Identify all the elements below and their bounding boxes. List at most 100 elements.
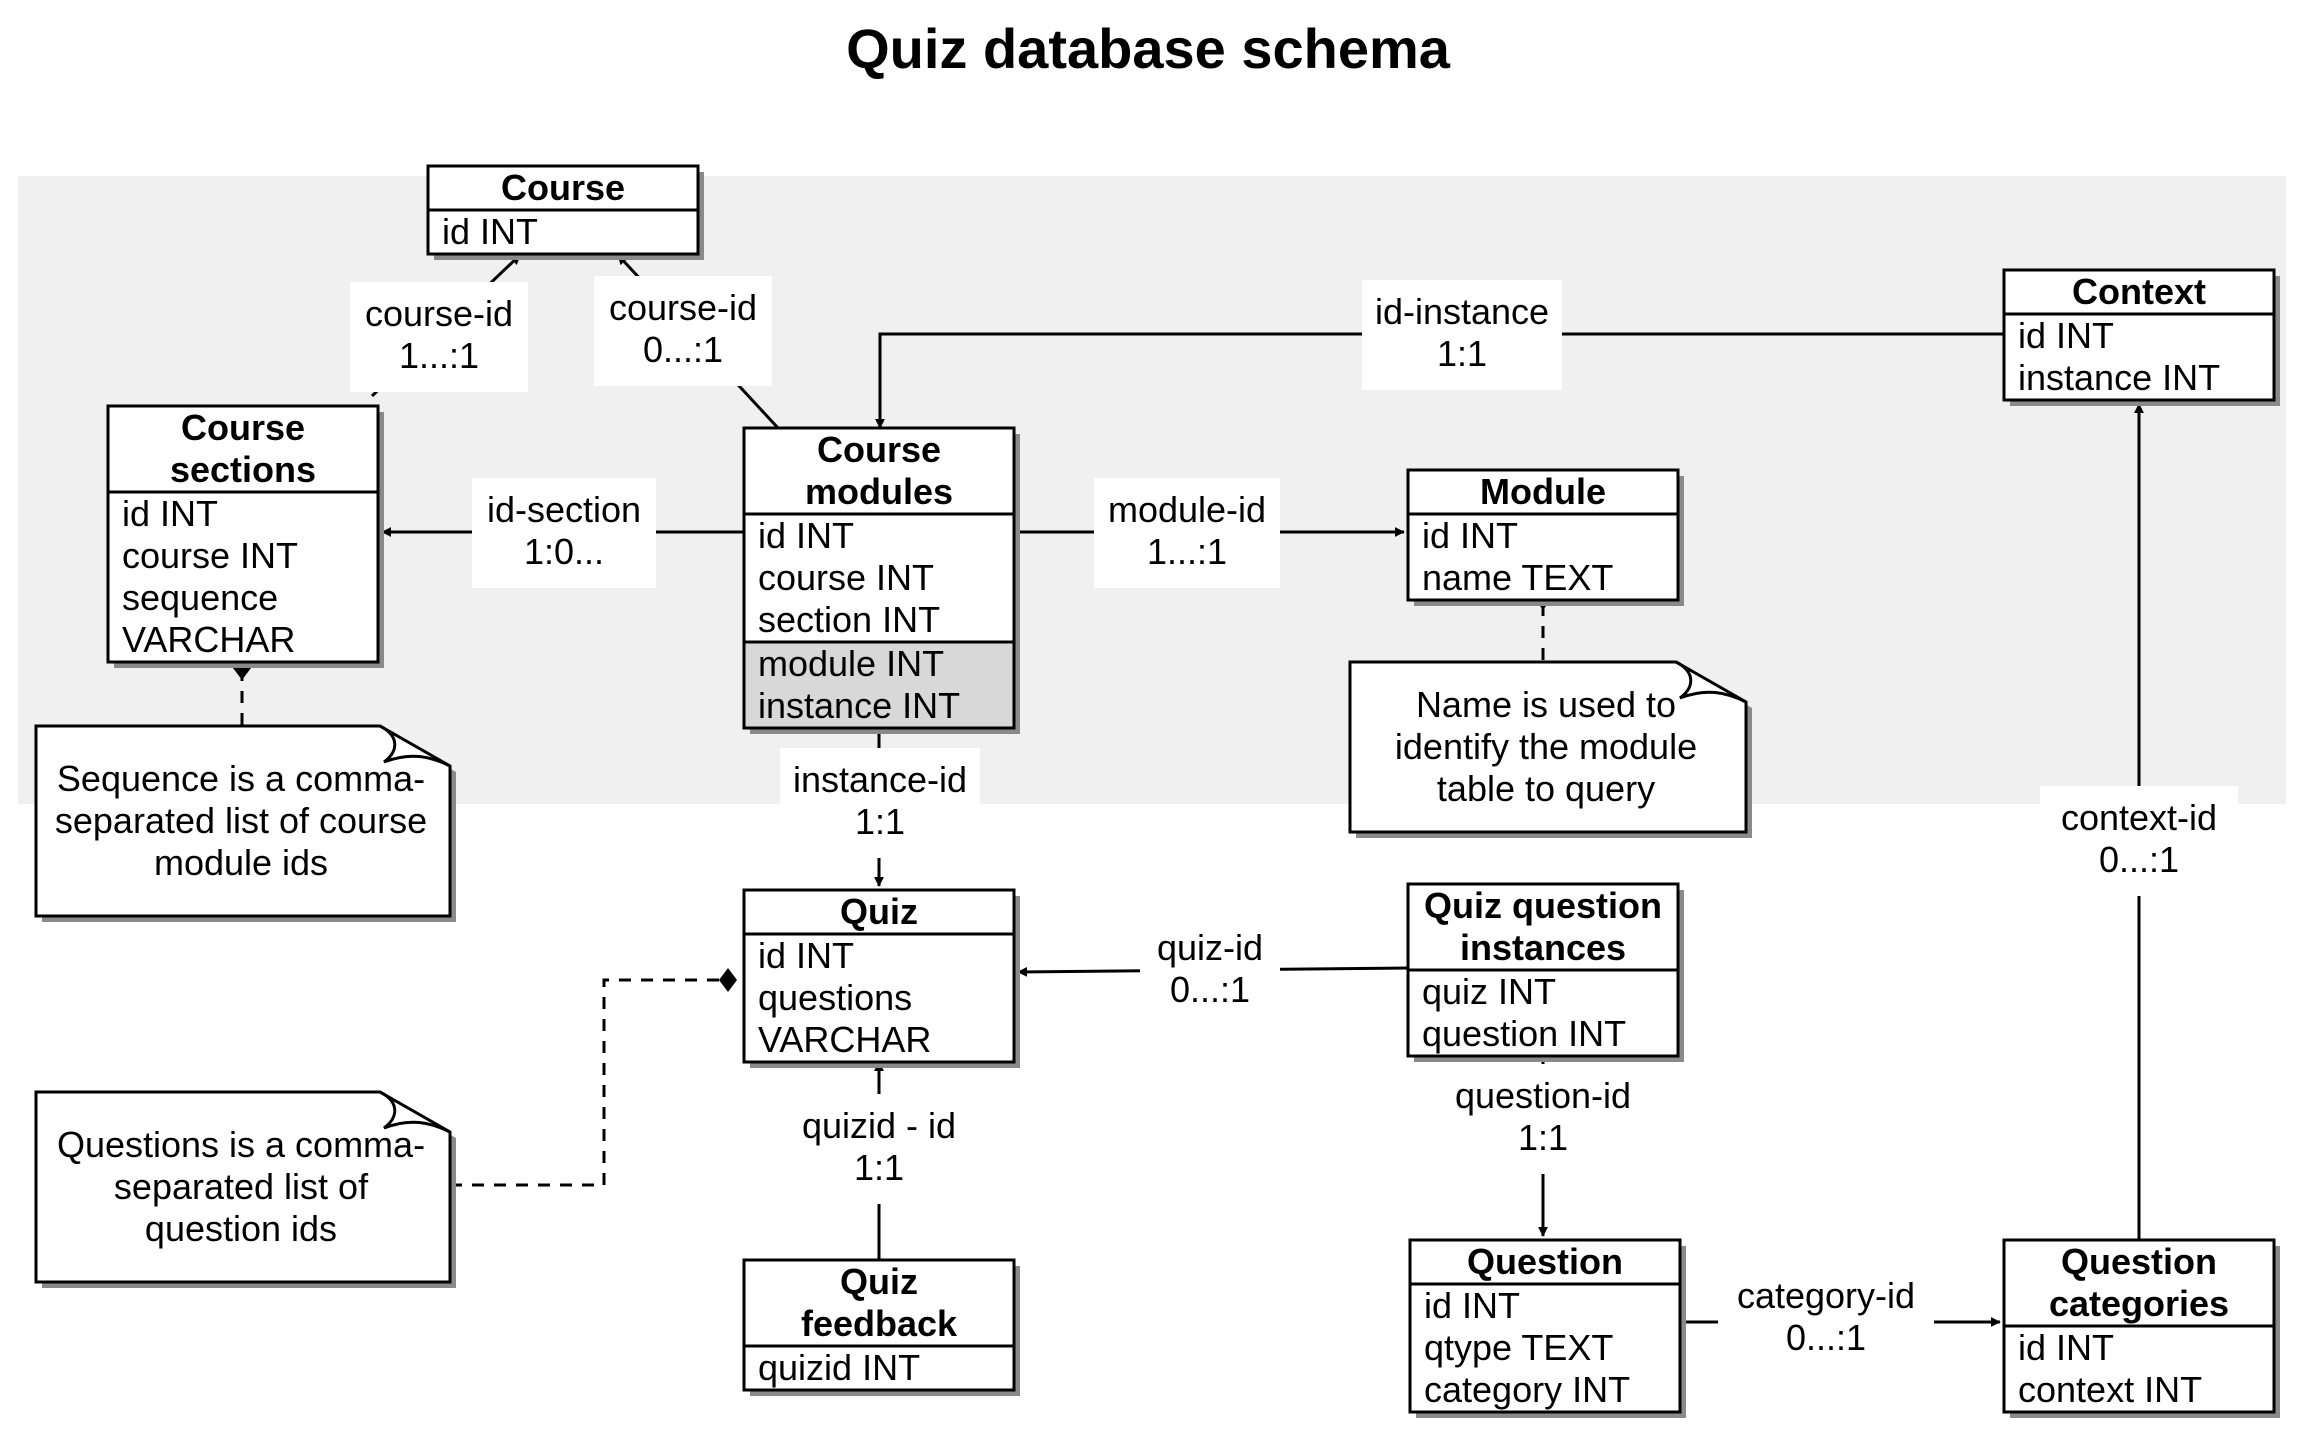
- note-connector: [450, 978, 726, 1187]
- entity-title: Context: [2072, 271, 2206, 312]
- note-line: separated list of: [114, 1166, 369, 1207]
- entity-title: feedback: [801, 1303, 958, 1344]
- entity-field: id INT: [2018, 315, 2114, 356]
- note-line: Questions is a comma-: [57, 1124, 425, 1165]
- entity-field: section INT: [758, 599, 940, 640]
- relation-label-quizid-id: quizid - id1:1: [776, 1094, 982, 1204]
- entity-field: VARCHAR: [758, 1019, 931, 1060]
- entity-title: categories: [2049, 1283, 2229, 1324]
- entity-field: question INT: [1422, 1013, 1626, 1054]
- entity-field: id INT: [2018, 1327, 2114, 1368]
- note-box: [34, 1090, 452, 1284]
- label-background: [1094, 478, 1280, 588]
- note-fold: [1675, 660, 1747, 704]
- shaded-field-block: [742, 640, 1016, 730]
- relation-cardinality: 1:1: [1518, 1117, 1568, 1158]
- note-line: Name is used to: [1416, 684, 1676, 725]
- entity-field: instance INT: [2018, 357, 2220, 398]
- entity-field: course INT: [122, 535, 298, 576]
- entity-title: Module: [1480, 471, 1606, 512]
- entity-box: [1406, 468, 1680, 602]
- relation-cardinality: 0...:1: [643, 329, 723, 370]
- diamond-icon: [719, 968, 737, 992]
- entity-field: quiz INT: [1422, 971, 1556, 1012]
- label-background: [1718, 1264, 1934, 1374]
- entity-field: id INT: [442, 211, 538, 252]
- entity-box: [742, 888, 1016, 1064]
- label-background: [594, 276, 772, 386]
- relation-name: module-id: [1108, 489, 1266, 530]
- relation-name: context-id: [2061, 797, 2217, 838]
- relation-cardinality: 0...:1: [1786, 1317, 1866, 1358]
- entity-field: course INT: [758, 557, 934, 598]
- relation-cardinality: 1:1: [1437, 333, 1487, 374]
- relation-label-id-section: id-section1:0...: [472, 478, 656, 588]
- entity-title: Course: [501, 167, 625, 208]
- notes: Sequence is a comma-separated list of co…: [34, 660, 1752, 1288]
- entity-title: Quiz question: [1424, 885, 1662, 926]
- relation-name: id-instance: [1375, 291, 1549, 332]
- relation-label-category-id: category-id0...:1: [1718, 1264, 1934, 1374]
- entity-shaded-field: module INT: [758, 643, 944, 684]
- note-line: separated list of course: [55, 800, 427, 841]
- entity-title: Course: [181, 407, 305, 448]
- entity-title: modules: [805, 471, 953, 512]
- entity-title: instances: [1460, 927, 1626, 968]
- label-background: [350, 282, 528, 392]
- note-box: [1348, 660, 1748, 834]
- relation-name: question-id: [1455, 1075, 1631, 1116]
- relation-cardinality: 1:1: [855, 801, 905, 842]
- label-background: [776, 1094, 982, 1204]
- relation-label-module-id: module-id1...:1: [1094, 478, 1280, 588]
- note-sequence-note: Sequence is a comma-separated list of co…: [34, 724, 456, 922]
- relation-label-question-id: question-id1:1: [1440, 1064, 1646, 1174]
- label-background: [780, 748, 980, 858]
- entity-field: sequence: [122, 577, 278, 618]
- relation-cardinality: 1...:1: [1147, 531, 1227, 572]
- relation-name: quizid - id: [802, 1105, 956, 1146]
- label-background: [1140, 916, 1280, 1026]
- entity-field: id INT: [122, 493, 218, 534]
- relation-cardinality: 0...:1: [1170, 969, 1250, 1010]
- note-line: Sequence is a comma-: [57, 758, 425, 799]
- entity-box: [106, 404, 380, 664]
- relation-label-instance-id: instance-id1:1: [780, 748, 980, 858]
- entity-title: Quiz: [840, 1261, 918, 1302]
- label-background: [1362, 280, 1562, 390]
- entity-title: sections: [170, 449, 316, 490]
- relation-labels: course-id1...:1course-id0...:1id-instanc…: [350, 276, 2238, 1374]
- entity-title: Quiz: [840, 891, 918, 932]
- relation-label-course-id-b: course-id0...:1: [594, 276, 772, 386]
- entity-field: quizid INT: [758, 1347, 920, 1388]
- entity-field: id INT: [1422, 515, 1518, 556]
- relation-name: id-section: [487, 489, 641, 530]
- note-line: question ids: [145, 1208, 337, 1249]
- entity-box: [742, 1258, 1016, 1392]
- note-line: table to query: [1437, 768, 1655, 809]
- entity-field: id INT: [758, 515, 854, 556]
- note-fold: [379, 724, 451, 768]
- entity-field: id INT: [1424, 1285, 1520, 1326]
- label-background: [1440, 1064, 1646, 1174]
- label-background: [2040, 786, 2238, 896]
- entity-box: [1408, 1238, 1682, 1414]
- entity-box: [2002, 268, 2276, 402]
- relation-cardinality: 1:1: [854, 1147, 904, 1188]
- entity-field: id INT: [758, 935, 854, 976]
- relation-cardinality: 1...:1: [399, 335, 479, 376]
- relation-cardinality: 1:0...: [524, 531, 604, 572]
- note-questions-note: Questions is a comma-separated list ofqu…: [34, 1090, 456, 1288]
- note-fold: [379, 1090, 451, 1134]
